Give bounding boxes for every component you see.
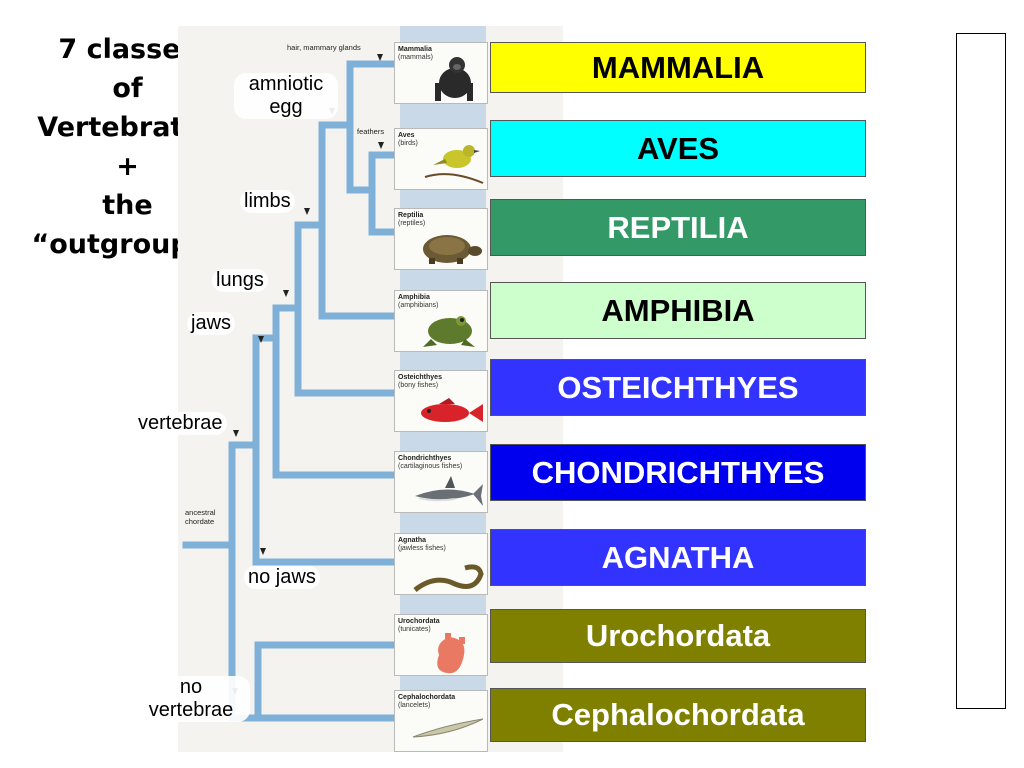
species-common-name: (birds): [398, 140, 418, 147]
species-card-agnatha: Agnatha (jawless fishes): [394, 533, 488, 595]
class-box-amphibia: AMPHIBIA: [490, 282, 866, 339]
bony-fish-icon: [421, 398, 483, 422]
species-name: Agnatha: [398, 537, 426, 544]
species-common-name: (reptiles): [398, 220, 426, 227]
tunicate-icon: [437, 633, 465, 674]
species-name: Reptilia: [398, 212, 424, 219]
species-name: Mammalia: [398, 46, 432, 53]
trait-note-feathers: feathers: [357, 127, 385, 136]
lancelet-icon: [412, 718, 484, 738]
species-card-mammalia: Mammalia (mammals): [394, 42, 488, 104]
species-card-chondrichthyes: Chondrichthyes (cartilaginous fishes): [394, 451, 488, 513]
species-card-osteichthyes: Osteichthyes (bony fishes): [394, 370, 488, 432]
species-name: Osteichthyes: [398, 374, 442, 381]
trait-label-no-vertebrae: no vertebrae: [132, 676, 250, 722]
class-box-osteichthyes: OSTEICHTHYES: [490, 359, 866, 416]
frog-icon: [423, 316, 475, 347]
trait-label-jaws: jaws: [187, 312, 236, 335]
title-line: of: [112, 73, 143, 104]
gorilla-icon: [435, 57, 473, 101]
trait-marker-vertebrae: [233, 430, 239, 437]
trait-label-amniotic-egg: amniotic egg: [234, 73, 338, 119]
class-box-aves: AVES: [490, 120, 866, 177]
trait-label-text: no vertebrae: [148, 676, 234, 721]
species-name: Urochordata: [398, 618, 440, 625]
title-line: the: [102, 190, 153, 221]
species-name: Aves: [398, 132, 415, 139]
ancestral-chordate-note: ancestral chordate: [185, 508, 216, 526]
class-box-cephalochordata: Cephalochordata: [490, 688, 866, 742]
class-box-reptilia: REPTILIA: [490, 199, 866, 256]
shark-icon: [415, 476, 483, 506]
species-common-name: (mammals): [398, 54, 433, 61]
turtle-icon: [423, 235, 482, 264]
empty-answer-box: [956, 33, 1006, 709]
trait-label-no-jaws: no jaws: [244, 566, 320, 589]
species-common-name: (bony fishes): [398, 382, 439, 389]
trait-label-vertebrae: vertebrae: [134, 412, 227, 435]
class-box-agnatha: AGNATHA: [490, 529, 866, 586]
species-name: Amphibia: [398, 294, 430, 301]
species-name: Cephalochordata: [398, 694, 456, 701]
species-card-cephalochordata: Cephalochordata (lancelets): [394, 690, 488, 752]
trait-marker-no-jaws: [260, 548, 266, 555]
species-common-name: (tunicates): [398, 626, 431, 633]
trait-note-hair: hair, mammary glands: [287, 43, 361, 52]
species-name: Chondrichthyes: [398, 455, 452, 462]
trait-marker-lungs: [283, 290, 289, 297]
bird-icon: [424, 145, 484, 184]
species-card-reptilia: Reptilia (reptiles): [394, 208, 488, 270]
species-card-urochordata: Urochordata (tunicates): [394, 614, 488, 676]
species-common-name: (lancelets): [398, 702, 431, 709]
lamprey-icon: [413, 564, 484, 592]
trait-marker-feathers: [378, 142, 384, 149]
species-common-name: (amphibians): [398, 302, 439, 309]
title-line: 7 classes: [58, 34, 197, 65]
species-common-name: (cartilaginous fishes): [398, 463, 463, 470]
species-card-aves: Aves (birds): [394, 128, 488, 190]
species-card-amphibia: Amphibia (amphibians): [394, 290, 488, 352]
class-box-urochordata: Urochordata: [490, 609, 866, 663]
class-box-chondrichthyes: CHONDRICHTHYES: [490, 444, 866, 501]
title-line: +: [116, 151, 139, 182]
trait-marker-hair: [377, 54, 383, 61]
trait-label-limbs: limbs: [240, 190, 295, 213]
trait-label-lungs: lungs: [212, 269, 268, 292]
trait-marker-limbs: [304, 208, 310, 215]
trait-label-text: amniotic egg: [248, 73, 324, 118]
class-box-mammalia: MAMMALIA: [490, 42, 866, 93]
trait-marker-jaws: [258, 336, 264, 343]
species-common-name: (jawless fishes): [398, 545, 446, 552]
